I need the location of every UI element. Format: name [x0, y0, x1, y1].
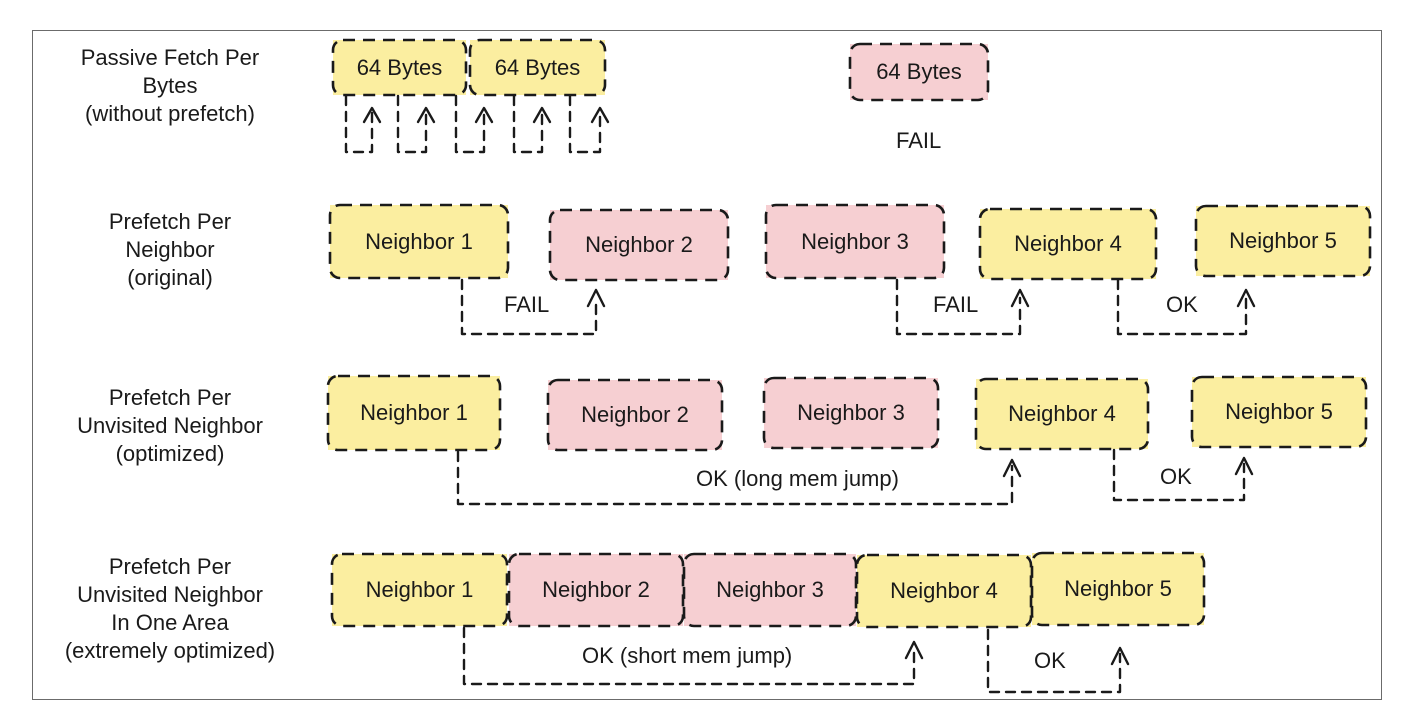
block-neighbor-3: Neighbor 3 — [766, 205, 944, 278]
row-label-prefetch-unvisited: Prefetch Per Unvisited Neighbor (optimiz… — [48, 384, 292, 468]
block-neighbor-1: Neighbor 1 — [332, 554, 507, 626]
block-64-bytes-fail: 64 Bytes — [850, 44, 988, 100]
row-label-prefetch-one-area: Prefetch Per Unvisited Neighbor In One A… — [32, 553, 308, 665]
row-label-line: Unvisited Neighbor — [77, 413, 263, 438]
block-neighbor-5: Neighbor 5 — [1192, 377, 1366, 447]
note-fail-passive: FAIL — [896, 128, 942, 153]
note-ok: OK — [1160, 464, 1192, 489]
note-ok: OK — [1034, 648, 1066, 673]
note-fail-1: FAIL — [504, 292, 550, 317]
block-neighbor-4: Neighbor 4 — [857, 555, 1031, 627]
block-neighbor-4: Neighbor 4 — [976, 379, 1148, 449]
row-label-line: (original) — [127, 265, 213, 290]
row-label-line: Prefetch Per — [108, 385, 232, 410]
row-label-line: (extremely optimized) — [64, 638, 276, 663]
row-label-line: Prefetch Per — [108, 554, 232, 579]
block-neighbor-2: Neighbor 2 — [509, 554, 683, 626]
row-label-prefetch-neighbor: Prefetch Per Neighbor (original) — [48, 208, 292, 292]
row-label-line: In One Area — [111, 610, 229, 635]
block-neighbor-1: Neighbor 1 — [328, 376, 500, 450]
block-64-bytes-2: 64 Bytes — [470, 40, 605, 95]
block-neighbor-3: Neighbor 3 — [684, 554, 856, 626]
block-neighbor-5: Neighbor 5 — [1032, 553, 1204, 625]
row-label-line: Unvisited Neighbor — [77, 582, 263, 607]
note-ok-long-jump: OK (long mem jump) — [696, 466, 899, 491]
note-fail-2: FAIL — [933, 292, 979, 317]
diagram-frame — [32, 30, 1382, 700]
block-neighbor-2: Neighbor 2 — [548, 380, 722, 450]
row-label-line: Neighbor — [125, 237, 215, 262]
block-neighbor-3: Neighbor 3 — [764, 378, 938, 448]
block-neighbor-2: Neighbor 2 — [550, 210, 728, 280]
note-ok: OK — [1166, 292, 1198, 317]
note-ok-short-jump: OK (short mem jump) — [582, 643, 793, 668]
row-label-line: Bytes — [142, 73, 198, 98]
row-label-line: Passive Fetch Per — [80, 45, 260, 70]
block-neighbor-5: Neighbor 5 — [1196, 206, 1370, 276]
row-label-passive-fetch: Passive Fetch Per Bytes (without prefetc… — [48, 44, 292, 128]
row-label-line: (without prefetch) — [85, 101, 255, 126]
block-64-bytes-1: 64 Bytes — [333, 40, 466, 95]
row-label-line: (optimized) — [115, 441, 225, 466]
row-label-line: Prefetch Per — [108, 209, 232, 234]
block-neighbor-4: Neighbor 4 — [980, 209, 1156, 279]
block-neighbor-1: Neighbor 1 — [330, 205, 508, 278]
